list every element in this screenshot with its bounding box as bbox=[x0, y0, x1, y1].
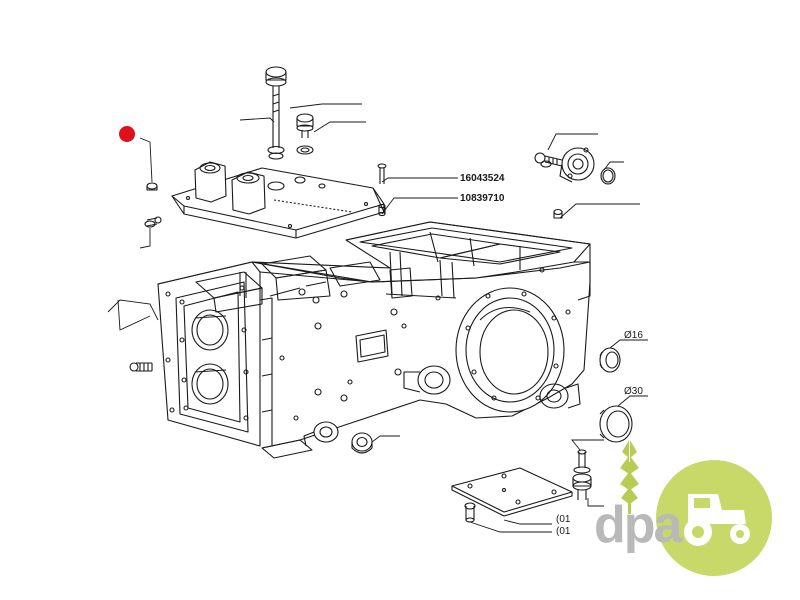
diameter-label-30: Ø30 bbox=[624, 386, 643, 397]
bottom-cover-plate bbox=[451, 467, 573, 517]
diameter-label-16: Ø16 bbox=[624, 330, 643, 341]
cover-screw bbox=[377, 163, 387, 184]
red-marker-dot bbox=[119, 126, 135, 142]
bottom-bolt bbox=[464, 502, 476, 523]
short-bolt bbox=[296, 113, 314, 155]
left-stud bbox=[144, 216, 162, 228]
small-dowel bbox=[553, 208, 563, 219]
wheat-icon bbox=[620, 440, 639, 514]
top-cover-plate bbox=[171, 161, 385, 239]
drain-plug-assembly bbox=[572, 449, 592, 500]
logo-text: dpa bbox=[594, 496, 684, 554]
bushing bbox=[351, 432, 373, 454]
mark-label-2: (01 bbox=[556, 526, 571, 537]
main-housing bbox=[157, 221, 591, 459]
seal-16 bbox=[599, 347, 621, 373]
o-ring-small bbox=[600, 167, 616, 185]
left-bolt bbox=[129, 362, 153, 372]
part-number-label-2: 10839710 bbox=[460, 193, 505, 204]
side-cover-cap bbox=[559, 147, 595, 183]
seal-30 bbox=[599, 405, 633, 443]
dpa-logo: dpa bbox=[594, 440, 772, 576]
part-number-label-1: 16043524 bbox=[460, 173, 505, 184]
tractor-icon bbox=[684, 494, 750, 546]
left-plug bbox=[146, 182, 158, 191]
mark-label-1: (01 bbox=[556, 514, 571, 525]
long-bolt bbox=[265, 66, 287, 160]
leader-lines bbox=[107, 103, 648, 533]
side-cover-screw bbox=[534, 152, 563, 168]
